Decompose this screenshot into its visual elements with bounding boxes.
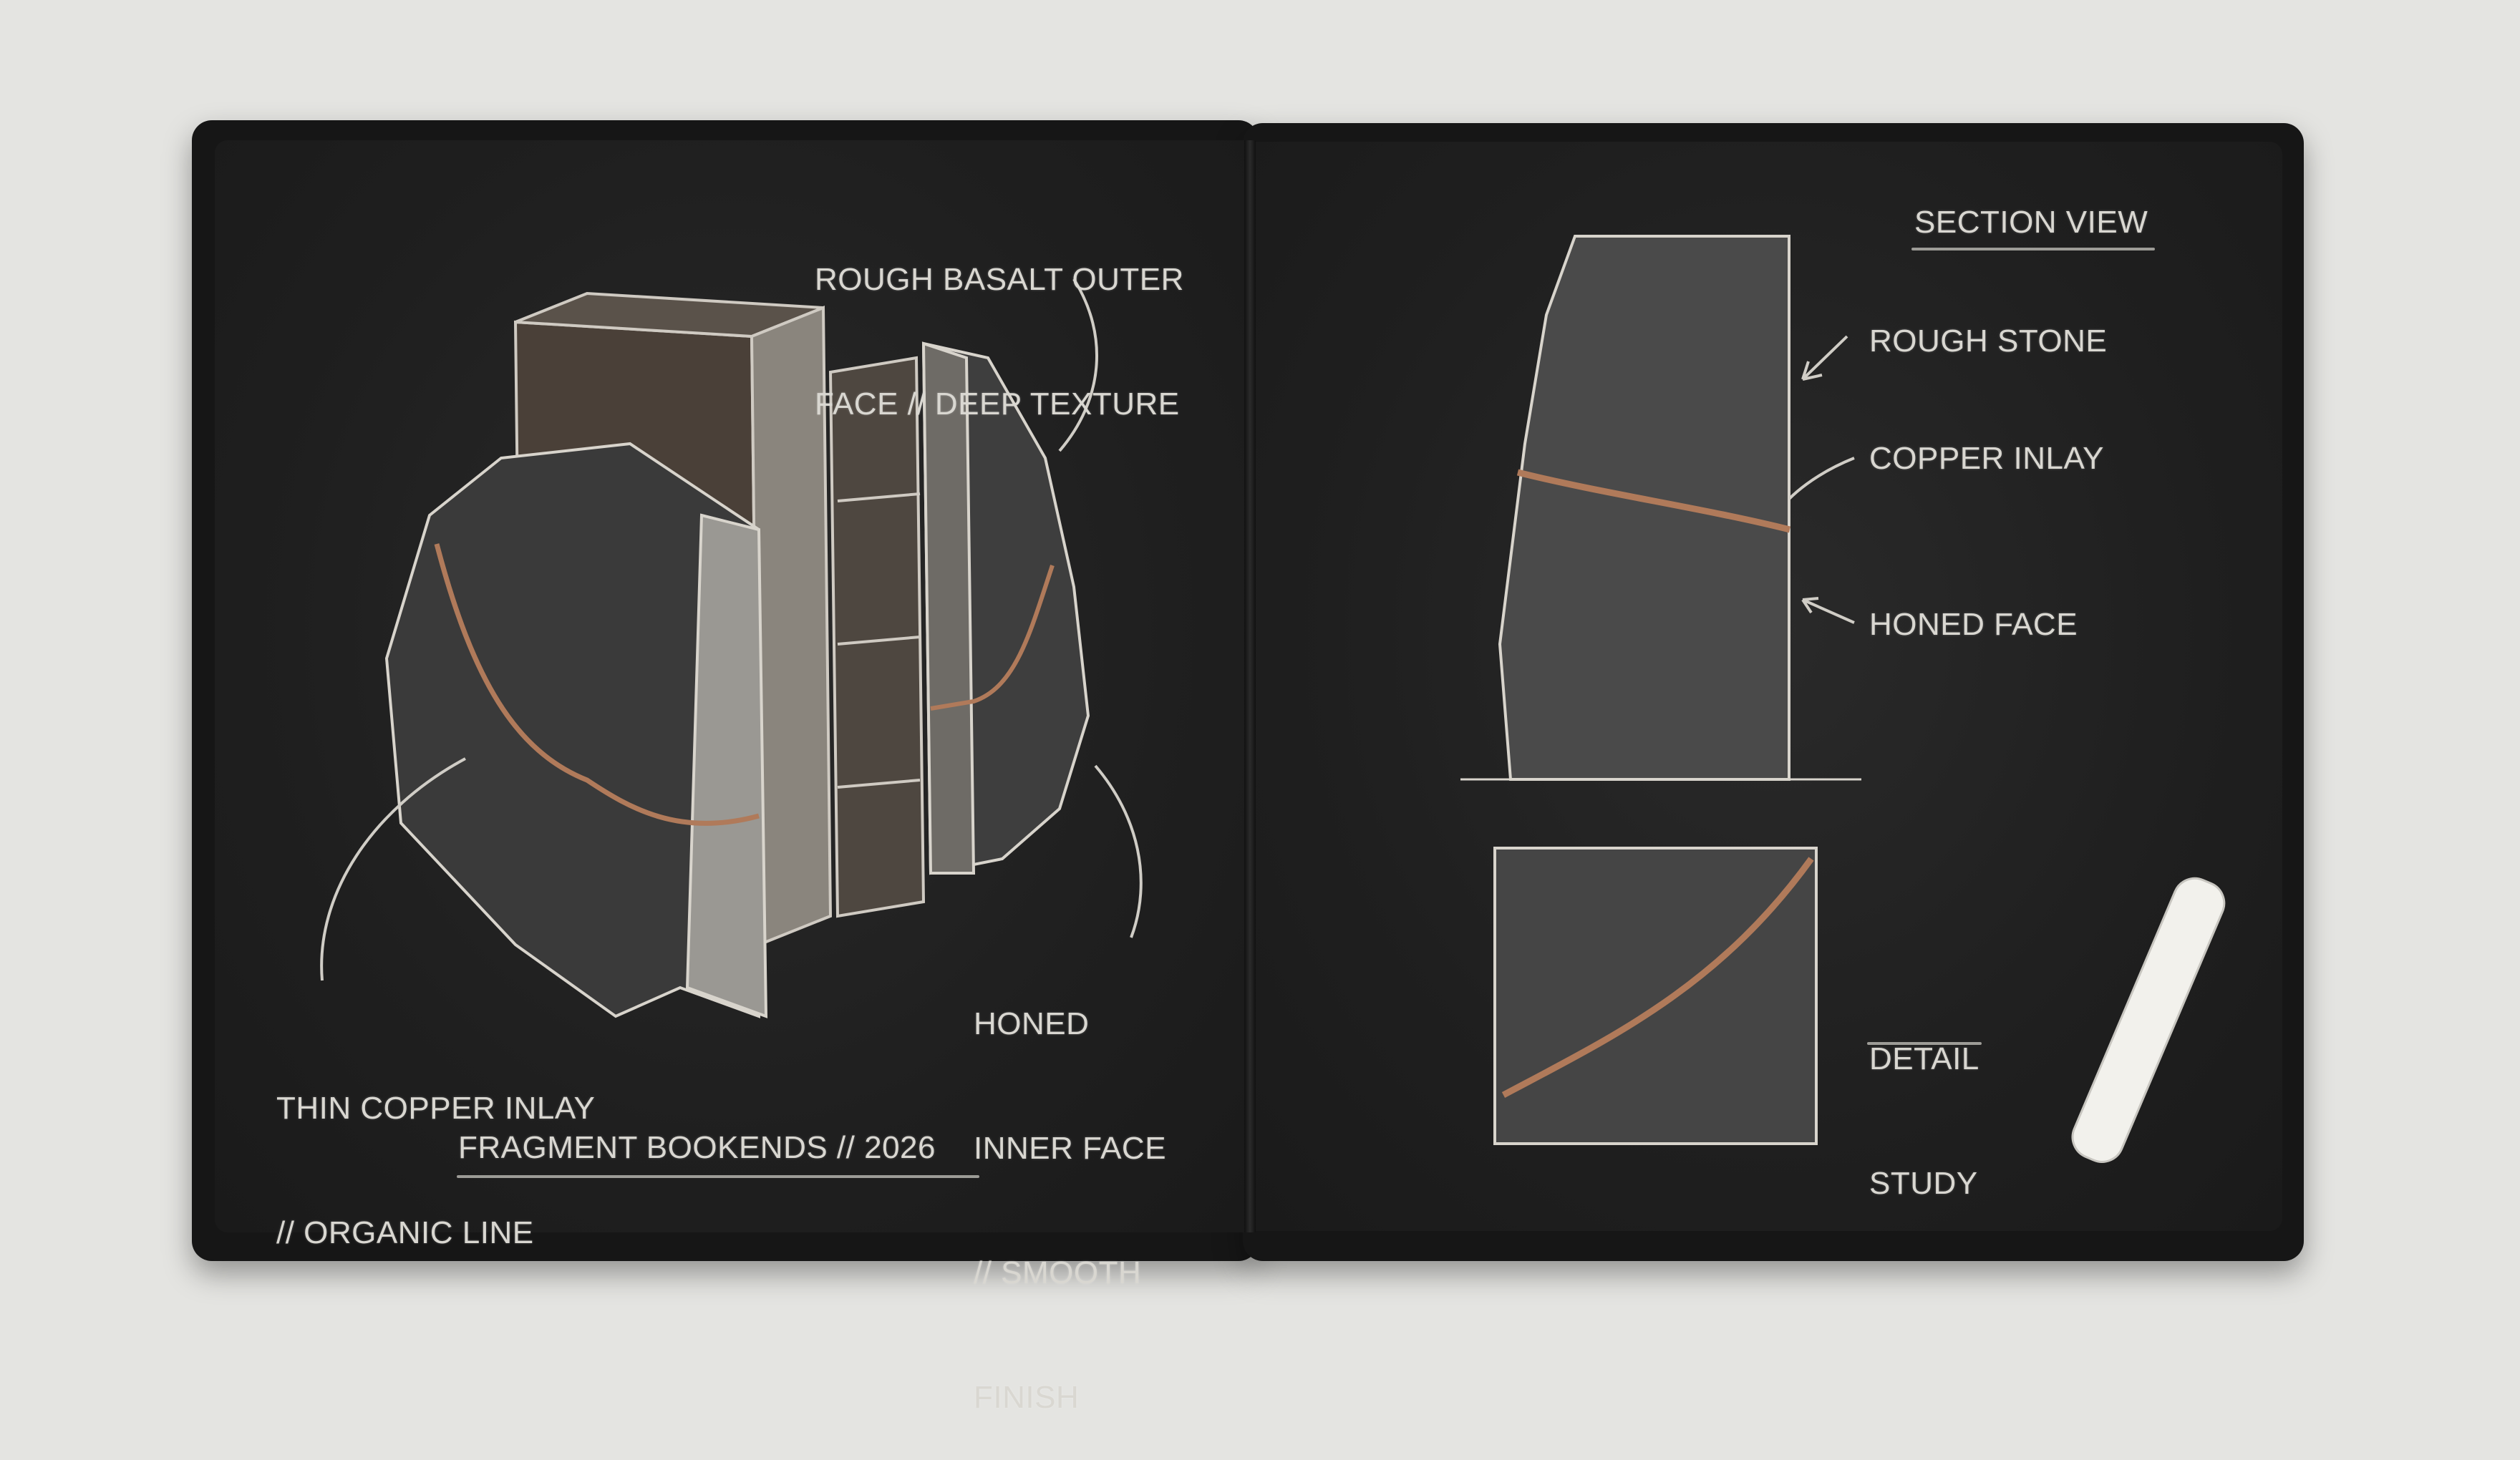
left-rock-bookend-drawing <box>384 442 768 1018</box>
section-view-heading: SECTION VIEW <box>1914 205 2148 240</box>
annotation-line: HONED <box>974 1006 1090 1041</box>
book-gutter <box>1244 140 1256 1232</box>
chalk-stick <box>2071 877 2226 1163</box>
sketch-drawings <box>320 235 2226 1163</box>
copper-inlay-line <box>1516 469 1791 533</box>
page-title: FRAGMENT BOOKENDS // 2026 <box>458 1130 936 1165</box>
callout-copper-inlay: COPPER INLAY <box>1869 441 2104 476</box>
copper-inlay-line <box>1501 857 1814 1098</box>
arrow-icon <box>1094 764 1143 938</box>
annotation-line: INNER FACE <box>974 1131 1167 1166</box>
annotation-copper-inlay: THIN COPPER INLAY // ORGANIC LINE <box>276 1005 595 1295</box>
section-view-drawing <box>1460 235 1861 781</box>
title-underline <box>457 1175 979 1178</box>
detail-underline <box>1867 1042 1982 1045</box>
arrow-icon <box>1801 597 1855 624</box>
annotation-inner-face: HONED INNER FACE // SMOOTH FINISH <box>974 920 1166 1460</box>
detail-study-drawing <box>1493 847 1818 1145</box>
annotation-line: FINISH <box>974 1380 1080 1415</box>
callout-honed-face: HONED FACE <box>1869 607 2078 642</box>
annotation-line: // SMOOTH <box>974 1255 1142 1290</box>
copper-inlay-line <box>434 543 760 826</box>
annotation-line: ROUGH BASALT OUTER <box>815 262 1184 297</box>
arrow-icon <box>1058 278 1098 452</box>
arrow-icon <box>1801 335 1848 381</box>
callout-rough-stone: ROUGH STONE <box>1869 323 2108 359</box>
annotation-line: // ORGANIC LINE <box>276 1215 534 1250</box>
annotation-outer-face: ROUGH BASALT OUTER FACE // DEEP TEXTURE <box>815 176 1184 467</box>
annotation-line: FACE // DEEP TEXTURE <box>815 386 1180 422</box>
label-line: STUDY <box>1869 1166 1978 1201</box>
label-line: DETAIL <box>1869 1041 1979 1076</box>
annotation-line: THIN COPPER INLAY <box>276 1091 596 1126</box>
arrow-icon <box>320 757 466 981</box>
detail-study-label: DETAIL STUDY <box>1869 955 1979 1246</box>
right-rock-bookend-drawing <box>921 341 1090 875</box>
heading-underline <box>1911 248 2155 250</box>
